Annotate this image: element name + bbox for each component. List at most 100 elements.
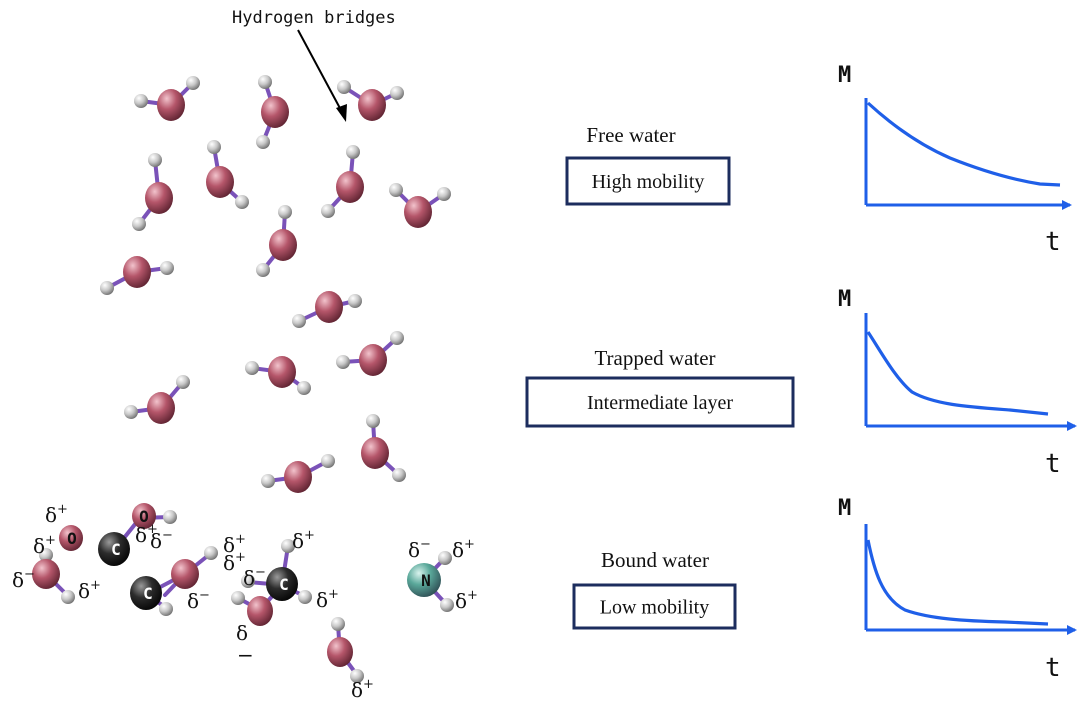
carbon-atom-label: C [279, 575, 289, 594]
hydrogen-atom [337, 80, 351, 94]
oxygen-atom [145, 182, 173, 214]
mobility-box [572, 583, 737, 630]
water-molecule [389, 183, 451, 228]
hydrogen-atom [348, 294, 362, 308]
water-molecule [124, 375, 190, 424]
oxygen-atom [171, 559, 199, 589]
oxygen-atom [269, 229, 297, 261]
delta-minus-label: δ− [243, 565, 266, 590]
hydrogen-atom [346, 145, 360, 159]
relaxation-curve [866, 539, 1049, 626]
hydrogen-atom [100, 281, 114, 295]
oxygen-atom [123, 256, 151, 288]
oxygen-atom [358, 89, 386, 121]
hydrogen-bridges-label: Hydrogen bridges [232, 8, 396, 28]
water-molecule [100, 256, 174, 295]
hydrogen-atom [207, 140, 221, 154]
oxygen-atom [268, 356, 296, 388]
oxygen-atom [284, 461, 312, 493]
water-molecule [256, 205, 297, 277]
y-axis-label: M [838, 496, 851, 521]
decay-plot: Mt [838, 63, 1072, 257]
delta-plus-label: δ+ [452, 537, 475, 562]
mobility-box [565, 156, 731, 206]
oxygen-atom [32, 559, 60, 589]
oxygen-atom [361, 437, 389, 469]
y-axis-label: M [838, 287, 851, 312]
hydrogen-atom [437, 187, 451, 201]
hydrogen-atom [258, 75, 272, 89]
mobility-label: Intermediate layer [587, 392, 733, 414]
hydrogen-atom [256, 135, 270, 149]
carbon-atom [266, 567, 298, 601]
delta-plus-label: δ+ [351, 677, 374, 702]
oxygen-atom [359, 344, 387, 376]
hydrogen-atom [176, 375, 190, 389]
hydrogen-atom [390, 86, 404, 100]
delta-plus-label: δ+ [455, 588, 478, 613]
water-molecule [321, 145, 364, 218]
water-molecule [336, 331, 404, 376]
hydrogen-atom [297, 381, 311, 395]
y-axis-label: M [838, 63, 851, 88]
oxygen-atom [157, 89, 185, 121]
delta-plus-label: δ+ [292, 528, 315, 553]
carbon-atom [98, 532, 130, 566]
delta-plus-label: δ+ [45, 502, 68, 527]
hydrogen-atom [256, 263, 270, 277]
carbon-atom-label: C [111, 540, 121, 559]
oxygen-atom [404, 196, 432, 228]
relaxation-curve [866, 101, 1061, 187]
oxygen-atom [147, 392, 175, 424]
hydrogen-atom [186, 76, 200, 90]
carbonyl-oxygen-atom [132, 503, 156, 529]
hydrogen-atom [292, 314, 306, 328]
hydrogen-atom [390, 331, 404, 345]
water-molecule [292, 291, 362, 328]
hydrogen-atom [134, 94, 148, 108]
hydrogen-atom [389, 183, 403, 197]
state-title: Bound water [601, 548, 709, 572]
delta-minus-label: δ [236, 621, 248, 645]
decay-plot: Mt [838, 287, 1077, 479]
mobility-label: High mobility [592, 171, 705, 193]
hydrogen-atom [366, 414, 380, 428]
cluster-oxygen-atoms [32, 503, 353, 667]
oxygen-atom-label: O [139, 507, 149, 526]
carbonyl-oxygen-atom [59, 525, 83, 551]
carbon-atom [130, 576, 162, 610]
hydrogen-atom [278, 205, 292, 219]
hydrogen-atom [321, 454, 335, 468]
water-molecule [337, 80, 404, 121]
hydrogen-atom [336, 355, 350, 369]
water-molecule [134, 76, 200, 121]
oxygen-atom [247, 596, 273, 626]
nitrogen-atom-label: N [421, 571, 431, 590]
delta-plus-label: δ+ [78, 578, 101, 603]
x-axis-label: t [1045, 653, 1061, 683]
relaxation-curve [866, 331, 1049, 416]
delta-minus-label: δ− [12, 567, 35, 592]
water-molecule [256, 75, 289, 149]
water-molecule [206, 140, 249, 209]
hydrogen-atom [124, 405, 138, 419]
delta-plus-label: δ+ [316, 587, 339, 612]
hydrogen-atom [321, 204, 335, 218]
oxygen-atom [327, 637, 353, 667]
hydrogen-atom [132, 217, 146, 231]
water-molecule [132, 153, 173, 231]
decay-plot: Mt [838, 496, 1077, 683]
bound-water-cluster: O O C C C N δ+δ+δ−δ+δ+δ−δ−δ+δ+δ+δ−δ+δ−δ+… [12, 502, 478, 702]
oxygen-atom [206, 166, 234, 198]
hydrogen-bridges-arrow [297, 29, 347, 122]
oxygen-atom-label: O [67, 529, 77, 548]
mobility-box [525, 376, 795, 428]
hydrogen-atom [235, 195, 249, 209]
water-molecule [261, 454, 335, 493]
state-title: Trapped water [594, 346, 715, 370]
water-molecules [100, 75, 451, 493]
